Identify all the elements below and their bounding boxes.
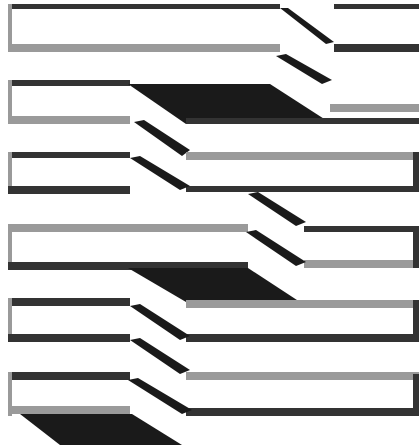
stratum-band-3: [8, 152, 419, 226]
stratum-band-1: [8, 4, 419, 84]
stratum-band-2: [8, 80, 419, 156]
stratum-band-4: [8, 224, 419, 302]
stratum-band-6: [8, 372, 419, 445]
stratum-band-5: [8, 298, 419, 374]
